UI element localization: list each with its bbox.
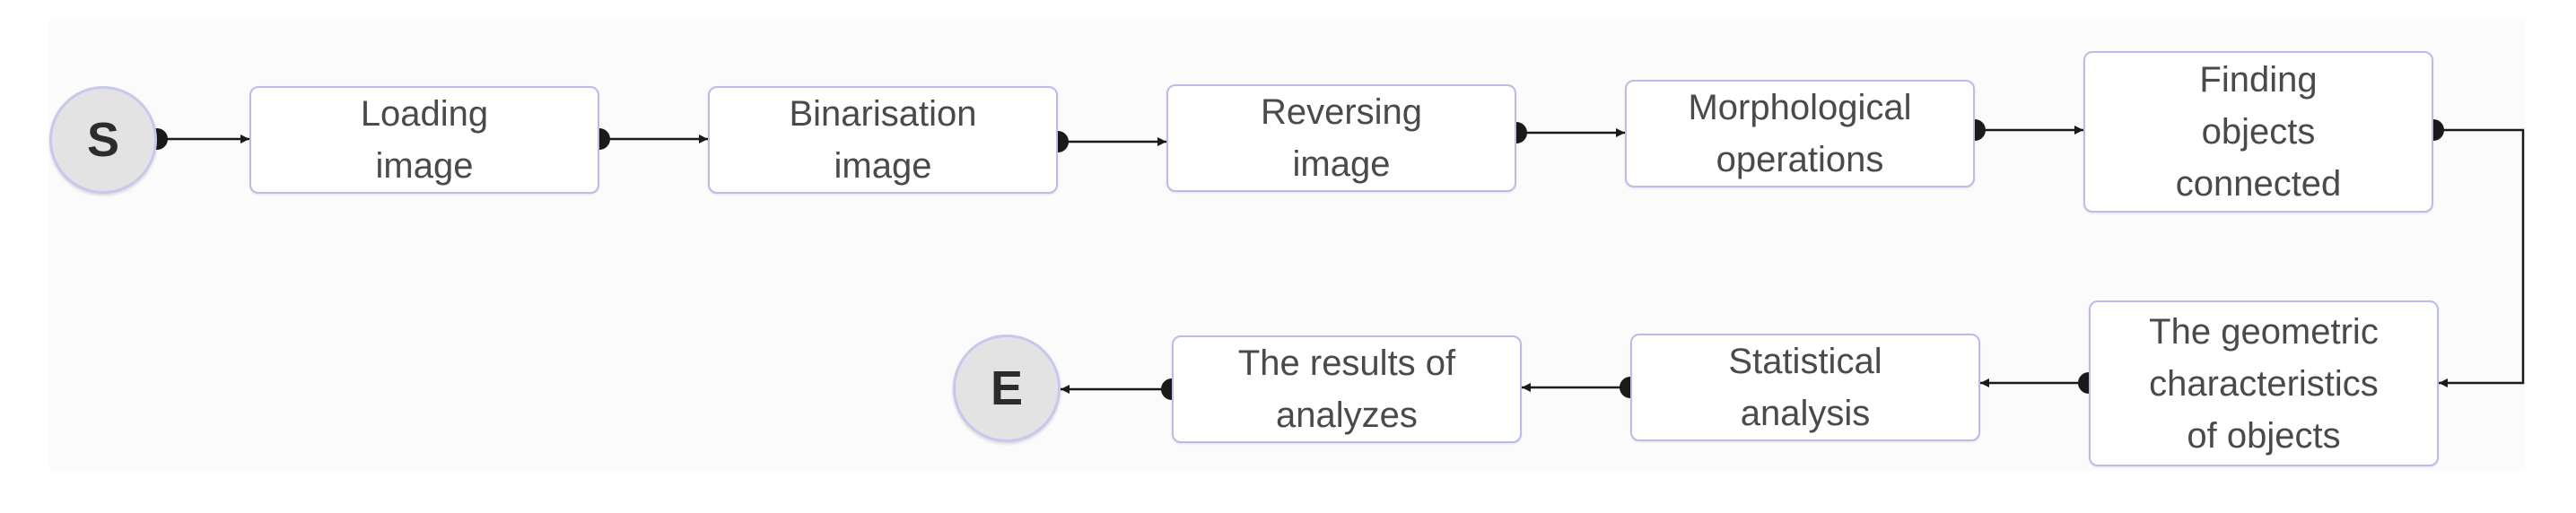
step-label: The results of analyzes <box>1237 343 1456 435</box>
end-label: E <box>990 361 1024 415</box>
step-label: Binarisation image <box>789 94 977 186</box>
step-label: Morphological operations <box>1688 88 1912 179</box>
connector-finding-geometric <box>2433 128 2525 387</box>
step-reversing-image: Reversing image <box>1166 84 1516 192</box>
step-finding-objects-connected: Finding objects connected <box>2083 51 2433 213</box>
end-terminal: E <box>953 335 1061 442</box>
step-binarisation-image: Binarisation image <box>708 86 1058 194</box>
step-label: Reversing image <box>1260 92 1423 184</box>
step-morphological-operations: Morphological operations <box>1625 80 1975 187</box>
step-label: Statistical analysis <box>1728 342 1882 433</box>
step-loading-image: Loading image <box>249 86 599 194</box>
step-geometric-characteristics: The geometric characteristics of objects <box>2089 300 2439 466</box>
step-statistical-analysis: Statistical analysis <box>1630 334 1980 441</box>
start-label: S <box>86 113 120 167</box>
step-label: Finding objects connected <box>2175 60 2342 204</box>
step-results-of-analyzes: The results of analyzes <box>1172 335 1522 443</box>
step-label: The geometric characteristics of objects <box>2149 311 2379 456</box>
start-terminal: S <box>49 86 157 194</box>
step-label: Loading image <box>360 94 489 186</box>
